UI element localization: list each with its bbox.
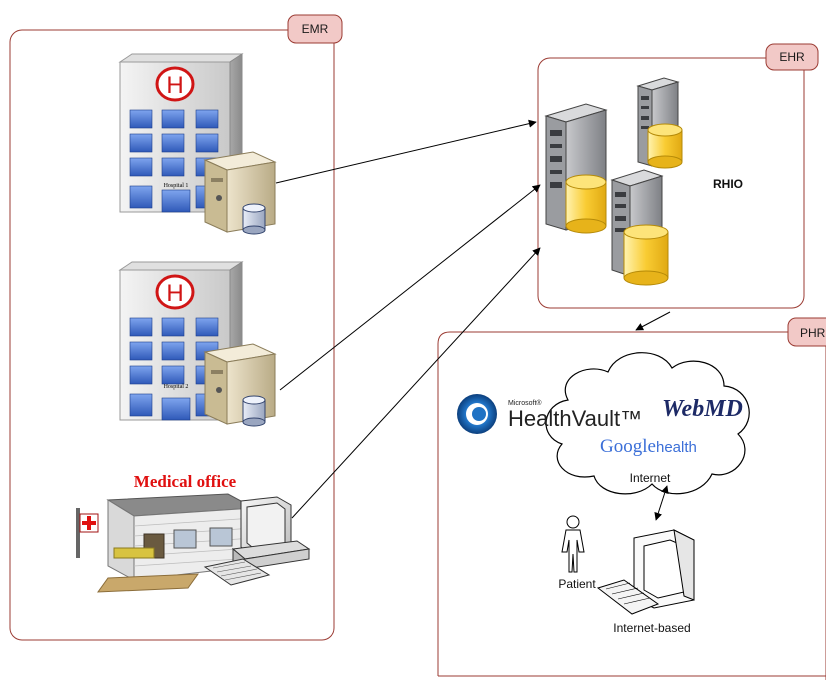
patient-computer-icon	[596, 529, 695, 615]
arrow-internet-to-patient-computer	[654, 485, 669, 521]
phr-label: PHR	[800, 326, 826, 340]
emr-tab: EMR	[287, 14, 343, 44]
medical-office	[76, 493, 256, 593]
rhio-db-2-icon	[647, 123, 683, 169]
ehr-tab: EHR	[765, 43, 819, 71]
phr-tab: PHR	[787, 317, 826, 347]
office-computer-icon	[203, 496, 311, 586]
internet-label: Internet	[630, 471, 671, 485]
emr-label: EMR	[302, 22, 329, 36]
medical-office-label: Medical office	[134, 472, 237, 491]
hospital-1-server-icon	[203, 151, 277, 235]
hospital-2-db-icon	[242, 395, 266, 427]
healthvault-logo: Microsoft® HealthVault™	[457, 394, 642, 434]
health-label: health	[656, 439, 697, 456]
internet-cloud	[545, 352, 750, 495]
webmd-logo: WebMD	[662, 396, 743, 422]
hospital-2-sign: Hospital 2	[164, 384, 189, 390]
hospital-2-server-icon	[203, 343, 277, 427]
healthvault-swirl-icon	[457, 394, 497, 434]
patient-label: Patient	[558, 577, 596, 591]
svg-text:H: H	[166, 72, 183, 99]
hospital-h-icon: H	[155, 274, 195, 310]
arrow-hospital2-to-rhio	[279, 184, 541, 391]
svg-text:H: H	[166, 280, 183, 307]
keyboard-icon	[596, 579, 660, 615]
red-cross-sign-icon	[76, 508, 99, 558]
internet-based-label: Internet-based	[613, 621, 690, 635]
hospital-h-icon: H	[155, 66, 195, 102]
microsoft-label: Microsoft®	[508, 399, 542, 407]
hospital-1-db-icon	[242, 203, 266, 235]
keyboard-icon	[203, 558, 271, 586]
patient-person-icon	[561, 515, 585, 573]
healthvault-label: HealthVault™	[508, 406, 642, 431]
arrow-rhio-to-phr	[635, 311, 671, 331]
google-label: Google	[600, 436, 656, 457]
google-health-logo: Google health	[600, 436, 697, 457]
rhio-label: RHIO	[713, 177, 743, 191]
arrow-hospital1-to-rhio	[275, 119, 537, 184]
ehr-label: EHR	[779, 50, 805, 64]
connection-arrows	[275, 119, 671, 521]
arrow-office-to-rhio	[291, 247, 541, 519]
hospital-1-sign: Hospital 1	[164, 183, 189, 189]
rhio-db-1-icon	[565, 174, 607, 234]
rhio-db-3-icon	[623, 224, 669, 286]
